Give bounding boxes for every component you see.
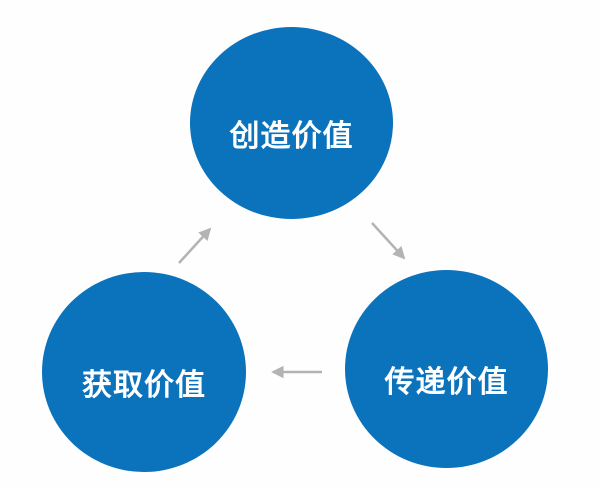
node-deliver-value: 传递价值 bbox=[345, 270, 548, 468]
node-deliver-value-label: 传递价值 bbox=[384, 365, 509, 400]
node-create-value: 创造价值 bbox=[190, 27, 393, 219]
node-create-value-label: 创造价值 bbox=[229, 119, 354, 154]
node-capture-value-label: 获取价值 bbox=[82, 368, 206, 403]
arrow-create-to-deliver-icon bbox=[371, 222, 406, 260]
arrow-capture-to-create-icon bbox=[178, 227, 212, 264]
node-capture-value: 获取价值 bbox=[42, 272, 246, 472]
